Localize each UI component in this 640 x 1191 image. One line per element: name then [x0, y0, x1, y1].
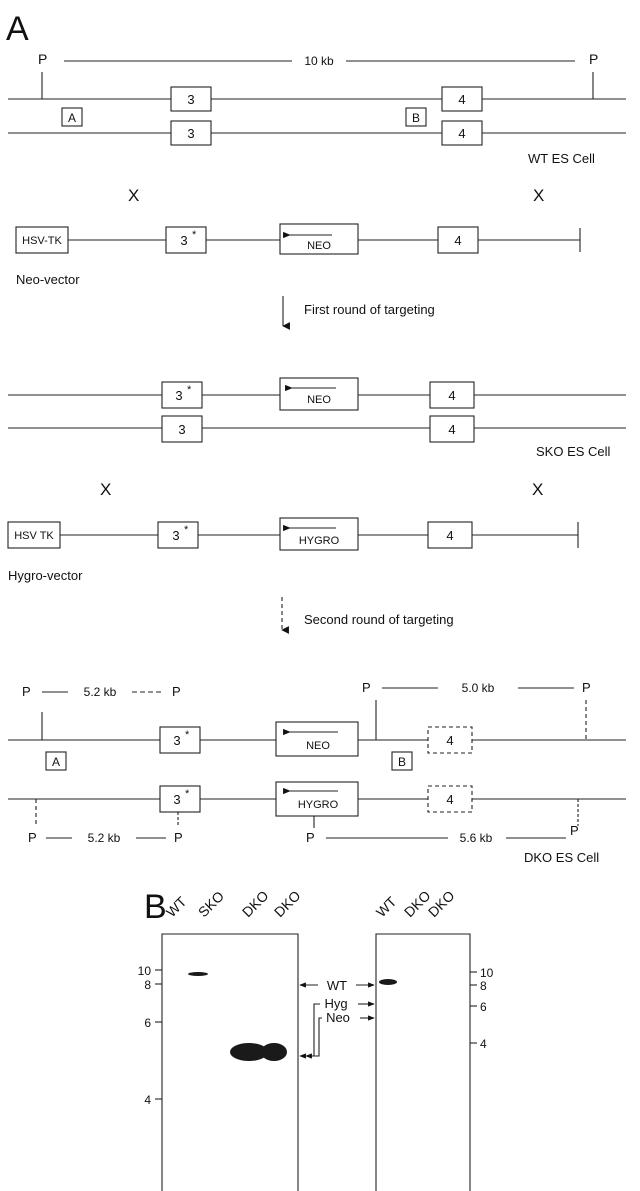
- crossover-mark: X: [128, 186, 139, 205]
- lane-labels-right: WT DKO DKO: [373, 887, 458, 920]
- wt-caption: WT ES Cell: [528, 151, 595, 166]
- mutation-asterisk: *: [184, 524, 189, 536]
- neo-label: NEO: [307, 394, 331, 406]
- size-ladder-left: 10 8 6 4: [138, 964, 162, 1107]
- band-label-wt: WT: [327, 978, 347, 993]
- p-site-label: P: [582, 680, 591, 695]
- exon-4-label: 4: [446, 733, 453, 748]
- band-wt-sko: [188, 972, 208, 976]
- hyg-arrow-left: [300, 1004, 320, 1056]
- ladder-label: 8: [144, 978, 151, 992]
- p-site-label: P: [38, 51, 47, 67]
- mutation-asterisk: *: [185, 788, 190, 800]
- lane-labels-left: WT SKO DKO DKO: [163, 887, 304, 920]
- exon-3-label: 3: [187, 126, 194, 141]
- band-dko-2: [261, 1043, 287, 1061]
- band-label-neo: Neo: [326, 1010, 350, 1025]
- ladder-label: 4: [480, 1037, 487, 1051]
- neo-vector: HSV-TK 3 * NEO 4 Neo-vector: [16, 224, 580, 287]
- p-site-label: P: [589, 51, 598, 67]
- sko-caption: SKO ES Cell: [536, 444, 611, 459]
- size-ladder-right: 10 8 6 4: [470, 966, 494, 1051]
- p-site-label: P: [570, 823, 579, 838]
- exon-4-label: 4: [446, 792, 453, 807]
- hygro-label: HYGRO: [299, 535, 340, 547]
- p-site-label: P: [172, 684, 181, 699]
- dko-top-left-distance: 5.2 kb: [84, 685, 117, 699]
- hsv-tk-label: HSV TK: [14, 530, 54, 542]
- exon-3-label: 3: [173, 733, 180, 748]
- p-site-label: P: [362, 680, 371, 695]
- exon-3-label: 3: [172, 528, 179, 543]
- band-annotations: WT Hyg Neo: [300, 978, 374, 1056]
- exon-3-label: 3: [180, 233, 187, 248]
- exon-4-label: 4: [454, 233, 461, 248]
- probe-b-label: B: [398, 755, 406, 769]
- lane-label: DKO: [239, 887, 272, 920]
- crossover-mark: X: [100, 480, 111, 499]
- p-site-label: P: [22, 684, 31, 699]
- hygro-vector: HSV TK 3 * HYGRO 4 Hygro-vector: [8, 518, 578, 583]
- ladder-label: 6: [144, 1016, 151, 1030]
- exon-4-label: 4: [446, 528, 453, 543]
- exon-3-label: 3: [175, 388, 182, 403]
- band-label-hyg: Hyg: [324, 996, 347, 1011]
- neo-label: NEO: [307, 240, 331, 252]
- p-site-label: P: [28, 830, 37, 845]
- dko-caption: DKO ES Cell: [524, 850, 599, 865]
- band-wt-right: [379, 979, 397, 985]
- gel-left-frame: [162, 934, 298, 1191]
- exon-3-label: 3: [187, 92, 194, 107]
- dko-bottom-left-distance: 5.2 kb: [88, 831, 121, 845]
- dko-top-right-distance: 5.0 kb: [462, 681, 495, 695]
- exon-4-label: 4: [458, 126, 465, 141]
- hsv-tk-label: HSV-TK: [22, 235, 62, 247]
- crossover-mark: X: [532, 480, 543, 499]
- lane-label: WT: [163, 893, 190, 920]
- ladder-label: 10: [138, 964, 152, 978]
- panel-a-label: A: [6, 10, 29, 48]
- p-site-label: P: [174, 830, 183, 845]
- exon-3-label: 3: [173, 792, 180, 807]
- lane-label: DKO: [271, 887, 304, 920]
- wt-allele: P P 10 kb A B 3 3 4 4 WT ES Cell: [8, 51, 626, 166]
- ladder-label: 10: [480, 966, 494, 980]
- lane-label: DKO: [425, 887, 458, 920]
- sko-allele: 3 * 3 NEO 4 4 SKO ES Cell: [8, 378, 626, 459]
- mutation-asterisk: *: [192, 229, 197, 241]
- dko-bottom-right-distance: 5.6 kb: [460, 831, 493, 845]
- hygro-vector-caption: Hygro-vector: [8, 568, 83, 583]
- exon-4-label: 4: [448, 388, 455, 403]
- p-site-label: P: [306, 830, 315, 845]
- dko-allele: P 5.2 kb P P 5.0 kb P A B 3 * NEO 4 3 *: [8, 680, 626, 865]
- mutation-asterisk: *: [185, 729, 190, 741]
- probe-a-label: A: [52, 755, 60, 769]
- probe-a-label: A: [68, 111, 76, 125]
- lane-label: WT: [373, 893, 400, 920]
- exon-4-label: 4: [458, 92, 465, 107]
- ladder-label: 4: [144, 1093, 151, 1107]
- exon-4-label: 4: [448, 422, 455, 437]
- neo-vector-caption: Neo-vector: [16, 272, 80, 287]
- wt-distance: 10 kb: [304, 54, 334, 68]
- neo-label: NEO: [306, 740, 330, 752]
- first-round-label: First round of targeting: [304, 302, 435, 317]
- ladder-label: 6: [480, 1000, 487, 1014]
- gel-right-frame: [376, 934, 470, 1191]
- crossover-mark: X: [533, 186, 544, 205]
- hygro-label: HYGRO: [298, 799, 339, 811]
- exon-3-label: 3: [178, 422, 185, 437]
- ladder-label: 8: [480, 979, 487, 993]
- lane-label: SKO: [195, 888, 227, 920]
- mutation-asterisk: *: [187, 384, 192, 396]
- second-round-label: Second round of targeting: [304, 612, 454, 627]
- probe-b-label: B: [412, 111, 420, 125]
